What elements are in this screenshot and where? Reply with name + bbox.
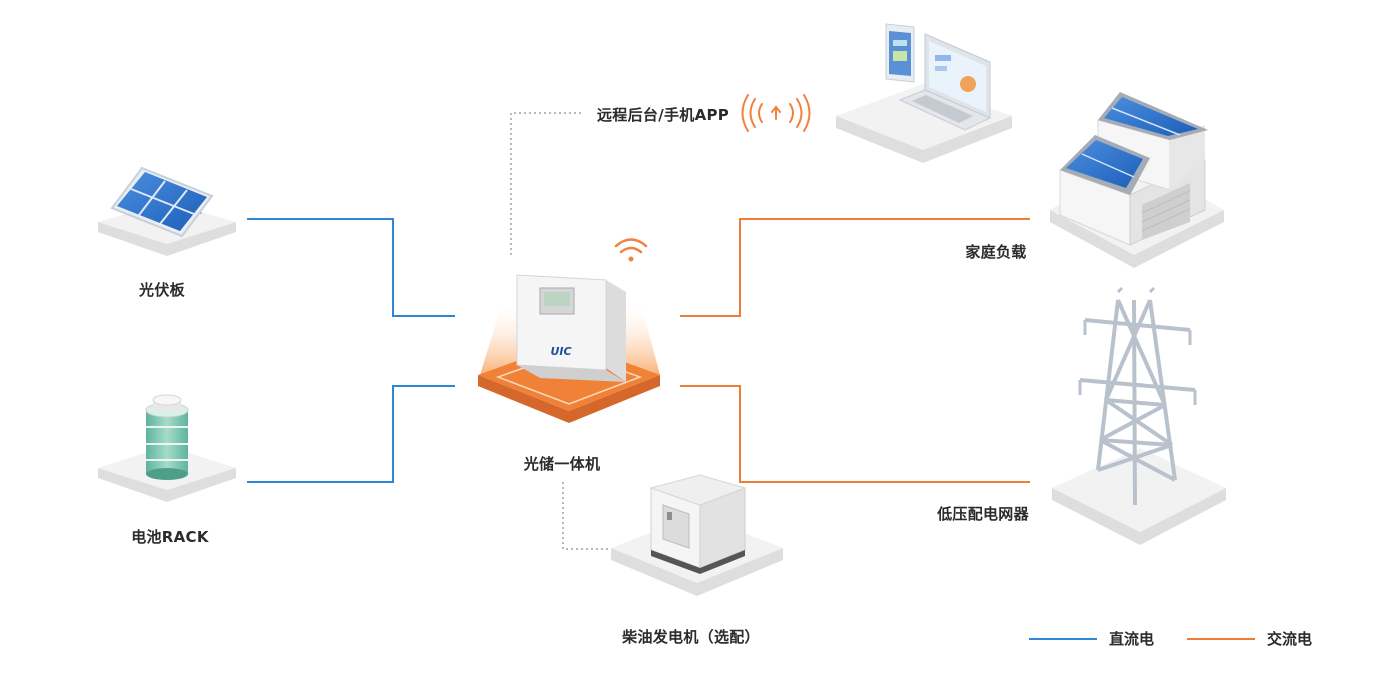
generator-label: 柴油发电机（选配）: [622, 628, 760, 646]
dc-line-pv: [247, 218, 455, 317]
home-load-label: 家庭负载: [965, 243, 1027, 261]
dc-line-battery: [247, 385, 455, 483]
laptop-phone-icon: [885, 23, 992, 131]
battery-label: 电池RACK: [131, 528, 209, 546]
solar-panel-icon: [110, 166, 214, 238]
legend-ac-label: 交流电: [1267, 630, 1313, 648]
ac-line-grid: [680, 385, 1030, 483]
legend-ac: 交流电: [1187, 628, 1312, 649]
house-icon: [1059, 92, 1208, 246]
legend-dc-swatch: [1029, 637, 1097, 640]
pv-label: 光伏板: [139, 281, 185, 299]
inverter-brand-label: UIC: [550, 345, 571, 358]
legend-dc-label: 直流电: [1109, 630, 1155, 648]
power-tower-icon: [1078, 286, 1197, 506]
ac-line-home: [680, 218, 1030, 317]
wireless-signal-icon: [741, 94, 811, 132]
hybrid-inverter-icon: [516, 274, 626, 382]
diesel-generator-icon: [649, 474, 747, 574]
dotted-line-remote: [510, 112, 583, 255]
battery-rack-icon: [145, 394, 189, 480]
legend-dc: 直流电: [1029, 628, 1154, 649]
inverter-label: 光储一体机: [523, 455, 601, 473]
grid-label: 低压配电网器: [937, 505, 1029, 523]
legend-ac-swatch: [1187, 637, 1255, 640]
tower-pedestal: [1052, 448, 1226, 545]
dotted-line-generator: [562, 482, 611, 550]
wifi-icon: [614, 238, 648, 262]
remote-app-label: 远程后台/手机APP: [597, 106, 730, 124]
